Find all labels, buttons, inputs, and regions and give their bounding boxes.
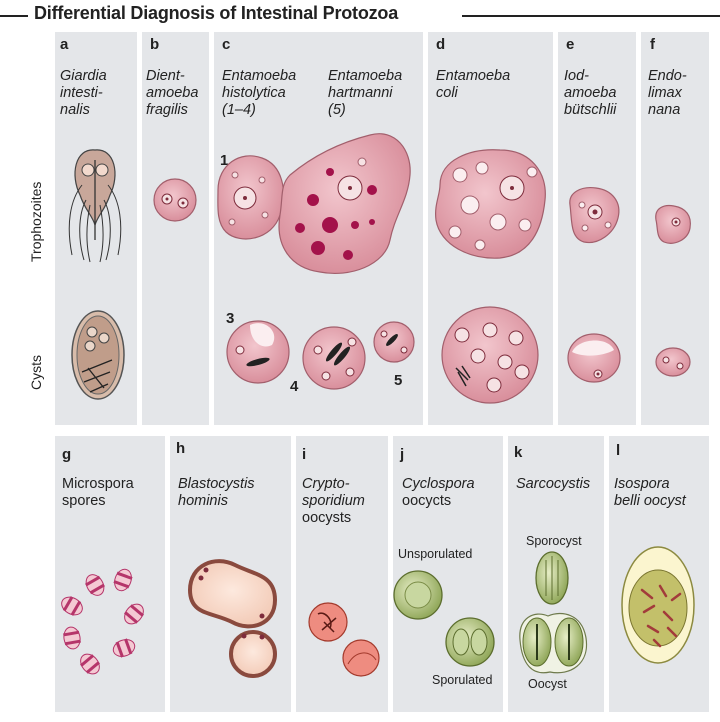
letter-a: a bbox=[60, 36, 69, 53]
cryptosporidium-oocyst-2 bbox=[342, 639, 380, 677]
sarcocystis-oocyst bbox=[519, 612, 588, 674]
label-entamoeba-hartmanni: Entamoeba hartmanni (5) bbox=[328, 68, 403, 118]
cyclospora-unsporulated bbox=[393, 570, 443, 620]
label-blastocystis: Blastocystis hominis bbox=[178, 476, 255, 509]
label-cyclospora-group: Cyclospora oocycts bbox=[402, 476, 475, 510]
label-sporocyst: Sporocyst bbox=[526, 534, 582, 548]
label-dientamoeba: Dient- amoeba fragilis bbox=[146, 68, 199, 118]
label-cryptosporidium: Crypto- sporidium bbox=[302, 476, 365, 509]
microspora-spores bbox=[61, 568, 144, 675]
letter-f: f bbox=[650, 36, 655, 53]
cryptosporidium-oocyst-1 bbox=[308, 602, 348, 642]
entamoeba-coli-trophozoite bbox=[434, 149, 546, 259]
iodamoeba-cyst bbox=[567, 333, 621, 383]
label-entamoeba-coli: Entamoeba coli bbox=[436, 68, 511, 101]
label-endolimax: Endo- limax nana bbox=[648, 68, 687, 118]
label-cyclospora: Cyclospora bbox=[402, 476, 475, 492]
letter-i: i bbox=[302, 446, 307, 463]
endolimax-trophozoite bbox=[655, 204, 691, 244]
label-cryptosporidium-oocysts: oocysts bbox=[302, 510, 352, 526]
label-unsporulated: Unsporulated bbox=[398, 547, 473, 561]
number-5: 5 bbox=[394, 372, 403, 389]
dientamoeba-trophozoite bbox=[153, 178, 197, 222]
endolimax-cyst bbox=[655, 347, 691, 377]
letter-b: b bbox=[150, 36, 160, 53]
giardia-cyst bbox=[71, 310, 125, 400]
blastocystis-small-cell bbox=[229, 630, 277, 678]
label-microspora: Microspora spores bbox=[62, 476, 134, 509]
letter-j: j bbox=[400, 446, 405, 463]
panel-g bbox=[55, 436, 165, 712]
label-oocyst: Oocyst bbox=[528, 677, 567, 691]
letter-l: l bbox=[616, 442, 621, 459]
giardia-trophozoite bbox=[68, 149, 122, 263]
label-iodamoeba: Iod- amoeba bütschlii bbox=[564, 68, 617, 118]
number-1: 1 bbox=[220, 152, 229, 169]
letter-g: g bbox=[62, 446, 72, 463]
blastocystis-cell bbox=[187, 559, 278, 629]
label-entamoeba-histolytica: Entamoeba histolytica (1–4) bbox=[222, 68, 297, 118]
entamoeba-histolytica-cyst-4 bbox=[302, 326, 366, 390]
letter-c: c bbox=[222, 36, 231, 53]
letter-h: h bbox=[176, 440, 186, 457]
title-rule-right bbox=[462, 15, 720, 17]
label-giardia: Giardia intesti- nalis bbox=[60, 68, 107, 118]
cyclospora-sporulated bbox=[445, 617, 495, 667]
isospora-belli-oocyst bbox=[621, 546, 695, 664]
entamoeba-histolytica-cyst-3 bbox=[226, 320, 290, 384]
sarcocystis-sporocyst bbox=[535, 551, 569, 605]
label-isospora: Isospora belli oocyst bbox=[614, 476, 686, 509]
number-3: 3 bbox=[226, 310, 235, 327]
label-sporulated: Sporulated bbox=[432, 673, 493, 687]
number-4: 4 bbox=[290, 378, 299, 395]
label-sarcocystis: Sarcocystis bbox=[516, 476, 591, 492]
entamoeba-histolytica-1 bbox=[217, 155, 284, 240]
entamoeba-coli-cyst bbox=[441, 306, 539, 404]
letter-e: e bbox=[566, 36, 575, 53]
panel-b bbox=[142, 32, 209, 425]
title-row: Differential Diagnosis of Intestinal Pro… bbox=[0, 0, 720, 30]
label-cryptosporidium-group: Crypto- sporidium oocysts bbox=[302, 476, 365, 527]
title-rule-left bbox=[0, 15, 28, 17]
entamoeba-hartmanni-cyst-5 bbox=[373, 321, 415, 363]
page-title: Differential Diagnosis of Intestinal Pro… bbox=[34, 3, 399, 23]
label-cyclospora-oocycts: oocycts bbox=[402, 493, 452, 509]
letter-d: d bbox=[436, 36, 446, 53]
entamoeba-histolytica-2 bbox=[278, 133, 411, 274]
letter-k: k bbox=[514, 444, 523, 461]
iodamoeba-trophozoite bbox=[569, 187, 620, 244]
